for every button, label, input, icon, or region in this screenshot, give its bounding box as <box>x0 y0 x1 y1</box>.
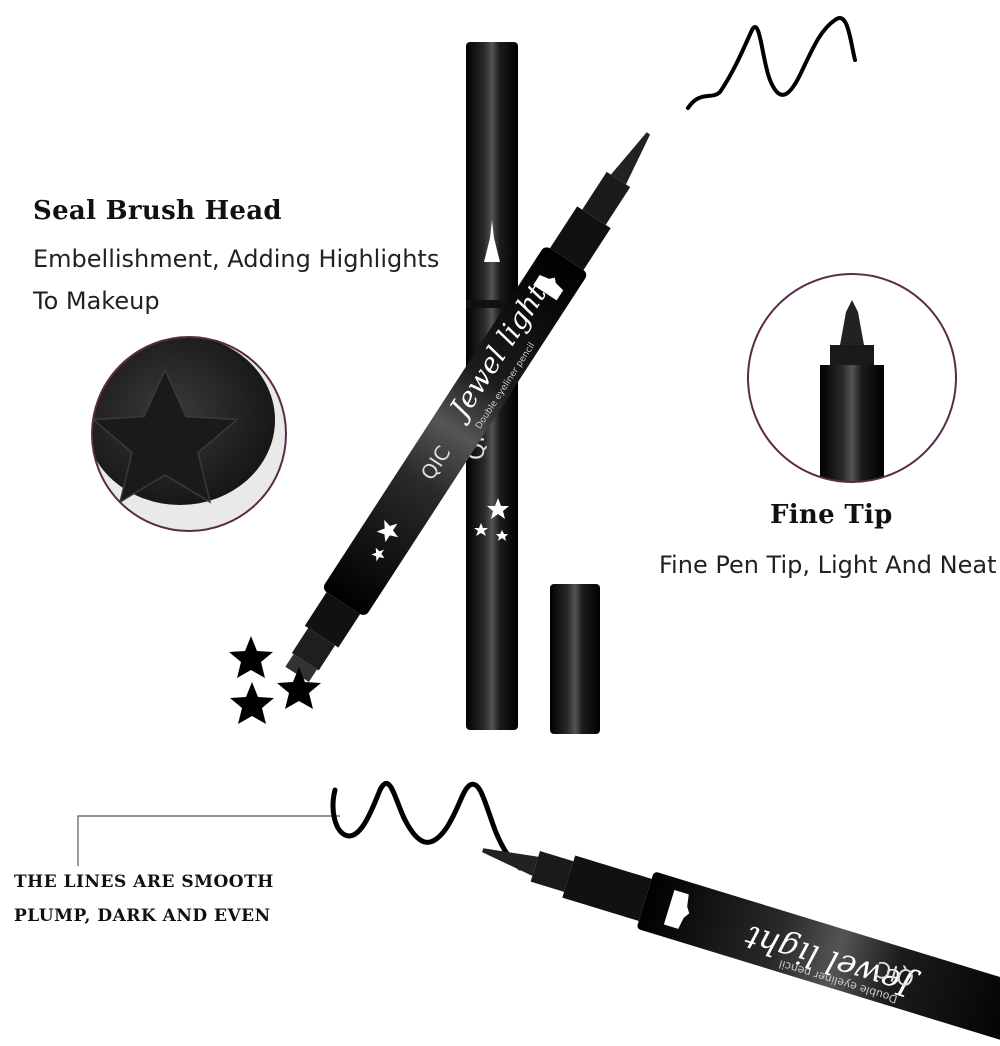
star-icon <box>487 498 509 519</box>
castle-icon <box>484 220 500 262</box>
seal-brush-title: Seal Brush Head <box>33 196 282 226</box>
star-icon <box>277 667 321 709</box>
star-icon <box>229 636 273 678</box>
seal-brush-line2: To Makeup <box>33 287 160 315</box>
seal-brush-line1: Embellishment, Adding Highlights <box>33 245 440 273</box>
star-icon <box>371 547 385 562</box>
seal-brush-inset <box>91 336 287 532</box>
callout-line <box>77 815 340 866</box>
lines-note-line2: PLUMP, DARK AND EVEN <box>14 906 271 926</box>
fine-tip-inset <box>747 273 957 483</box>
star-icon <box>376 519 399 543</box>
lines-note-line1: THE LINES ARE SMOOTH <box>14 872 274 892</box>
star-icon <box>230 682 274 724</box>
squiggle-line-bottom <box>330 780 523 871</box>
pen-cap <box>550 584 600 734</box>
bottom-pen: Jewel light Double eyeliner pencil QIC <box>482 848 1000 1045</box>
castle-icon <box>663 890 690 929</box>
stamped-stars <box>229 636 321 724</box>
fine-tip-text: Fine Pen Tip, Light And Neat <box>659 551 997 579</box>
star-icon <box>496 530 508 541</box>
squiggle-line-top <box>686 16 857 110</box>
fine-tip-title: Fine Tip <box>770 500 893 530</box>
castle-icon <box>533 275 564 301</box>
star-icon <box>474 523 488 536</box>
